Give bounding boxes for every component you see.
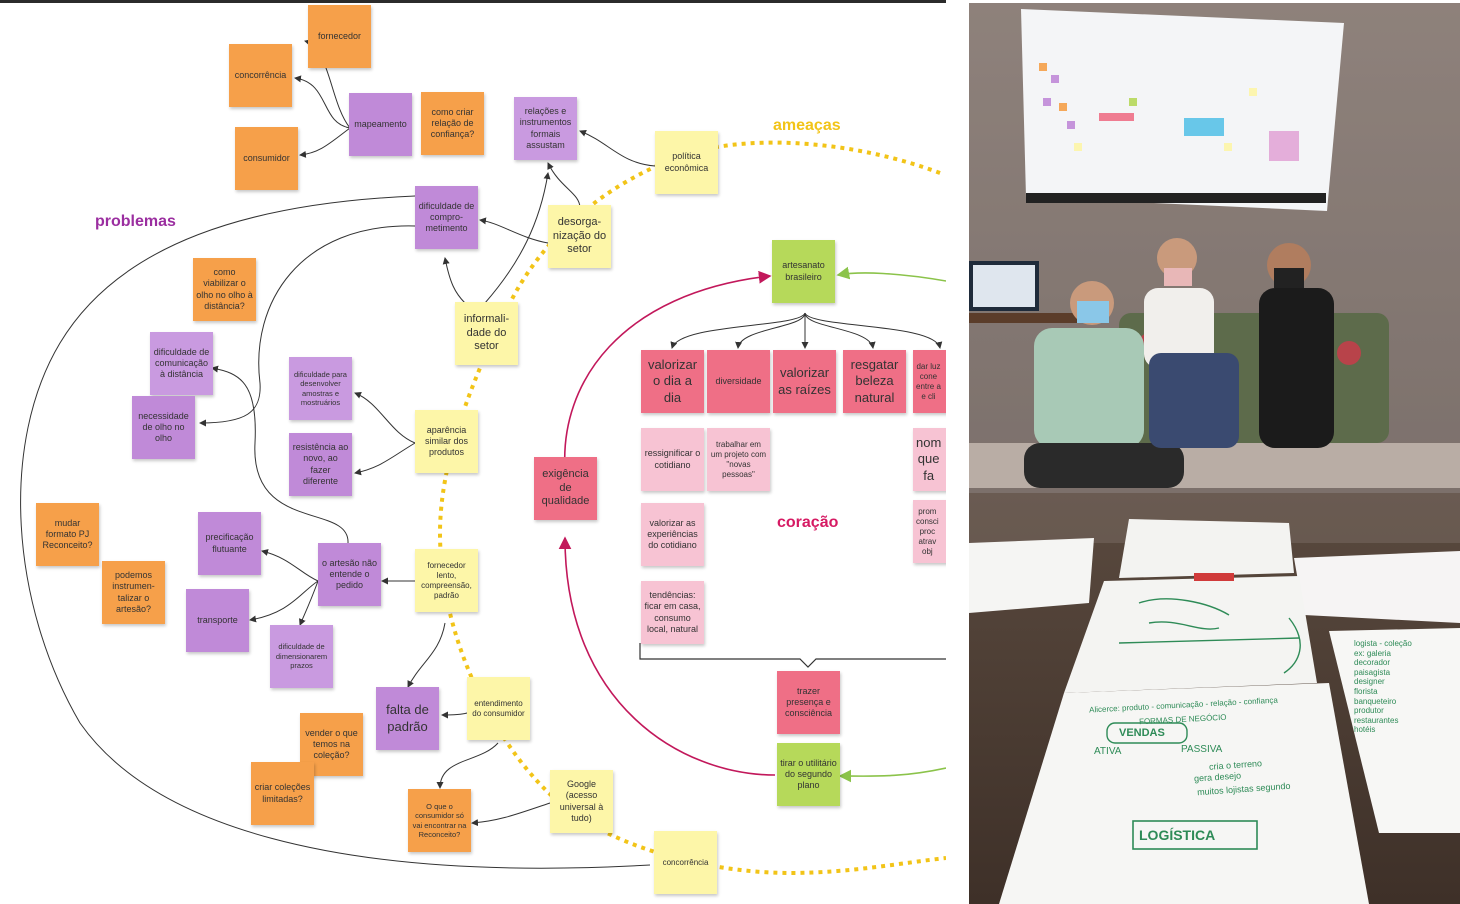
note-dificuldade-comunicacao[interactable]: dificuldade de comunicação à distância (150, 332, 213, 395)
note-google[interactable]: Google (acesso universal à tudo) (550, 770, 613, 833)
note-fornecedor-lento[interactable]: fornecedor lento, compreensão, padrão (415, 549, 478, 612)
note-exigencia[interactable]: exigência de qualidade (534, 457, 597, 520)
note-precificacao[interactable]: precificação flutuante (198, 512, 261, 575)
label-ameacas: ameaças (773, 117, 841, 134)
note-resistencia[interactable]: resistência ao novo, ao fazer diferente (289, 433, 352, 496)
paper-right-list: logista - coleção ex: galeria decorador … (1354, 639, 1412, 735)
label-problemas: problemas (95, 213, 176, 230)
mind-map-board: problemas ameaças coração fornecedor con… (0, 3, 946, 904)
note-artesao-nao-entende[interactable]: o artesão não entende o pedido (318, 543, 381, 606)
note-aparencia[interactable]: aparência similar dos produtos (415, 410, 478, 473)
note-concorrencia-top[interactable]: concorrência (229, 44, 292, 107)
note-como-criar[interactable]: como criar relação de confiança? (421, 92, 484, 155)
note-concorrencia-bottom[interactable]: concorrência (654, 831, 717, 894)
note-mudar-formato[interactable]: mudar formato PJ Reconceito? (36, 503, 99, 566)
note-valorizar-exp[interactable]: valorizar as experiências do cotidiano (641, 503, 704, 566)
note-podemos[interactable]: podemos instrumen- talizar o artesão? (102, 561, 165, 624)
note-valorizar-dia[interactable]: valorizar o dia a dia (641, 350, 704, 413)
note-dimensionarem[interactable]: dificuldade de dimensionarem prazos (270, 625, 333, 688)
note-valorizar-raizes[interactable]: valorizar as raízes (773, 350, 836, 413)
note-mapeamento[interactable]: mapeamento (349, 93, 412, 156)
note-prom[interactable]: prom consci proc atrav obj (913, 500, 946, 563)
workshop-photo: Alicerce: produto - comunicação - relaçã… (969, 3, 1460, 904)
note-como-viabilizar[interactable]: como viabilizar o olho no olho à distânc… (193, 258, 256, 321)
note-diversidade[interactable]: diversidade (707, 350, 770, 413)
note-desorganizacao[interactable]: desorga- nização do setor (548, 205, 611, 268)
note-trazer[interactable]: trazer presença e consciência (777, 671, 840, 734)
top-bar (0, 0, 946, 3)
paper-vendas: VENDAS (1119, 727, 1165, 739)
note-falta-padrao[interactable]: falta de padrão (376, 687, 439, 750)
note-resgatar[interactable]: resgatar beleza natural (843, 350, 906, 413)
photo-scene (969, 3, 1460, 904)
note-artesanato[interactable]: artesanato brasileiro (772, 240, 835, 303)
paper-ativa: ATIVA (1094, 746, 1122, 757)
note-consumidor[interactable]: consumidor (235, 127, 298, 190)
note-entendimento[interactable]: entendimento do consumidor (467, 677, 530, 740)
note-ressignificar[interactable]: ressignificar o cotidiano (641, 428, 704, 491)
paper-logistica: LOGÍSTICA (1139, 827, 1216, 843)
note-dificuldade-desenvolver[interactable]: dificuldade para desenvolver amostras e … (289, 357, 352, 420)
separator (946, 0, 969, 904)
note-dificuldade-comprometimento[interactable]: dificuldade de compro- metimento (415, 186, 478, 249)
note-o-que-consumidor[interactable]: O que o consumidor só vai encontrar na R… (408, 789, 471, 852)
problems-loop (20, 195, 651, 869)
note-necessidade[interactable]: necessidade de olho no olho (132, 396, 195, 459)
note-transporte[interactable]: transporte (186, 589, 249, 652)
note-trabalhar[interactable]: trabalhar em um projeto com "novas pesso… (707, 428, 770, 491)
label-coracao: coração (777, 514, 839, 531)
note-tirar[interactable]: tirar o utilitário do segundo plano (777, 743, 840, 806)
note-politica[interactable]: política econômica (655, 131, 718, 194)
note-dar-luz[interactable]: dar luz cone entre a e cli (913, 350, 946, 413)
note-tendencias[interactable]: tendências: ficar em casa, consumo local… (641, 581, 704, 644)
paper-passiva: PASSIVA (1181, 744, 1223, 755)
note-relacoes[interactable]: relações e instrumentos formais assustam (514, 97, 577, 160)
note-nom[interactable]: nom que fa (913, 428, 946, 491)
note-informalidade[interactable]: informali- dade do setor (455, 302, 518, 365)
note-criar-colecoes[interactable]: criar coleções limitadas? (251, 762, 314, 825)
note-fornecedor[interactable]: fornecedor (308, 5, 371, 68)
